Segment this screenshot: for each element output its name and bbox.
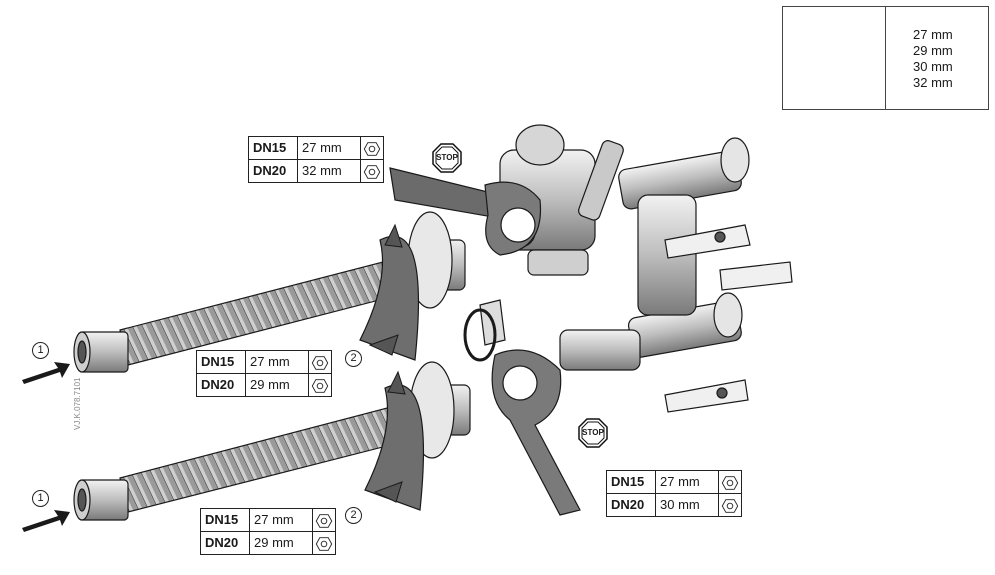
- spec-table-bottom: DN15 27 mm DN20 29 mm: [200, 508, 336, 555]
- table-row: DN15 27 mm: [200, 508, 336, 532]
- spec-table-top: DN15 27 mm DN20 32 mm: [248, 136, 384, 183]
- size-value: 27 mm: [655, 470, 719, 494]
- wrench-upper: [389, 167, 542, 256]
- stop-sign-icon: STOP: [432, 143, 462, 173]
- hex-nut-icon: [360, 159, 384, 183]
- size-value: 32 mm: [297, 159, 361, 183]
- table-row: DN20 29 mm: [196, 373, 332, 397]
- insertion-arrows: [22, 362, 70, 532]
- table-row: DN20 29 mm: [200, 531, 336, 555]
- stop-label: STOP: [436, 153, 458, 162]
- legend-size: 32 mm: [913, 75, 953, 90]
- table-row: DN20 30 mm: [606, 493, 742, 517]
- legend-size: 30 mm: [913, 59, 953, 74]
- size-value: 29 mm: [245, 373, 309, 397]
- legend-size-list: 27 mm 29 mm 30 mm 32 mm: [913, 27, 953, 91]
- size-value: 27 mm: [297, 136, 361, 160]
- stop-sign-icon: STOP: [578, 418, 608, 448]
- spec-table-right: DN15 27 mm DN20 30 mm: [606, 470, 742, 517]
- spec-table-mid: DN15 27 mm DN20 29 mm: [196, 350, 332, 397]
- drawing-code: VJ.K.078.7101: [73, 377, 82, 430]
- step-2-marker: 2: [345, 350, 362, 367]
- wrench-size-legend: 27 mm 29 mm 30 mm 32 mm: [782, 6, 989, 110]
- hex-nut-icon: [308, 350, 332, 374]
- step-1-marker: 1: [32, 490, 49, 507]
- hex-nut-icon: [360, 136, 384, 160]
- wrench-lower: [491, 349, 581, 516]
- stop-label: STOP: [582, 428, 604, 437]
- dn-label: DN15: [196, 350, 246, 374]
- table-row: DN15 27 mm: [606, 470, 742, 494]
- step-1-marker: 1: [32, 342, 49, 359]
- size-value: 29 mm: [249, 531, 313, 555]
- dn-label: DN15: [606, 470, 656, 494]
- dn-label: DN20: [200, 531, 250, 555]
- table-row: DN20 32 mm: [248, 159, 384, 183]
- size-value: 27 mm: [249, 508, 313, 532]
- flex-hose-lower: [73, 361, 471, 521]
- dn-label: DN15: [248, 136, 298, 160]
- hex-nut-icon: [312, 508, 336, 532]
- table-row: DN15 27 mm: [196, 350, 332, 374]
- flex-hose-upper: [73, 211, 466, 373]
- dn-label: DN20: [606, 493, 656, 517]
- legend-size: 29 mm: [913, 43, 953, 58]
- dn-label: DN15: [200, 508, 250, 532]
- hex-nut-icon: [718, 470, 742, 494]
- size-value: 30 mm: [655, 493, 719, 517]
- rotation-arrows: [368, 223, 406, 503]
- size-value: 27 mm: [245, 350, 309, 374]
- hex-nut-icon: [308, 373, 332, 397]
- table-row: DN15 27 mm: [248, 136, 384, 160]
- hex-nut-icon: [718, 493, 742, 517]
- dn-label: DN20: [196, 373, 246, 397]
- dn-label: DN20: [248, 159, 298, 183]
- legend-divider: [885, 7, 886, 109]
- hex-nut-icon: [312, 531, 336, 555]
- step-2-marker: 2: [345, 507, 362, 524]
- legend-size: 27 mm: [913, 27, 953, 42]
